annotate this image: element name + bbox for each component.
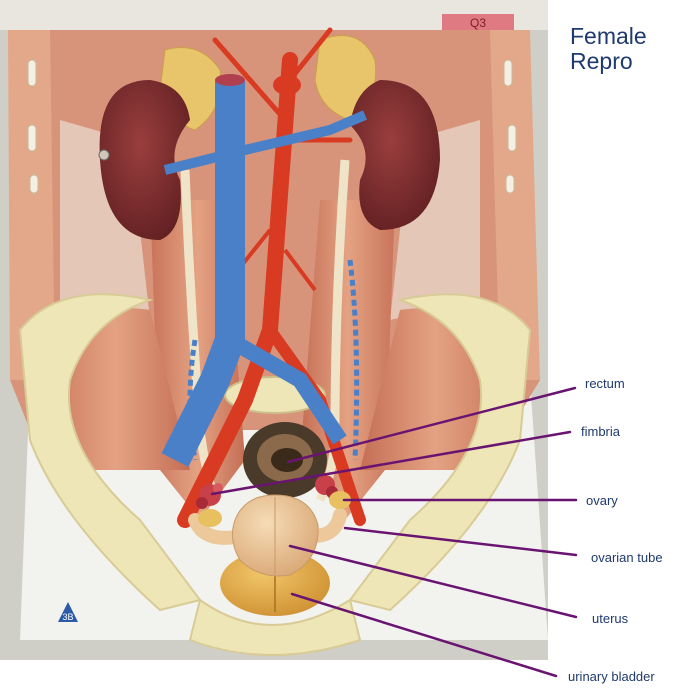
leader-line-rectum [286, 386, 577, 464]
tag-text: Q3 [470, 16, 486, 30]
renal-veins [163, 110, 367, 175]
leader-line-ovarian-tube [343, 526, 578, 557]
page-title: Female Repro [570, 24, 647, 74]
brand-logo: 3B [58, 602, 78, 622]
label-ovary: ovary [586, 493, 618, 508]
label-fimbria: fimbria [581, 424, 621, 439]
left-iliac-vein [226, 333, 347, 445]
left-fimbria [196, 483, 223, 509]
title-line-1: Female [570, 23, 647, 49]
label-urinary-bladder: urinary bladder [568, 669, 655, 684]
pubic-bone [188, 598, 362, 656]
tag-sticker [442, 14, 514, 30]
vena-cava-opening [215, 74, 245, 86]
inferior-vena-cava [161, 80, 245, 467]
leader-line-fimbria [210, 430, 572, 496]
right-ovary [329, 491, 351, 509]
ovarian-veins [187, 259, 360, 461]
label-ovarian-tube: ovarian tube [591, 550, 663, 565]
left-pelvic-bone [18, 293, 202, 612]
right-fimbria [315, 475, 338, 498]
label-rectum: rectum [585, 376, 625, 391]
right-ureter [315, 159, 350, 503]
left-side-wall [8, 30, 55, 380]
right-pelvic-bone [348, 293, 532, 612]
rib-marker [503, 59, 513, 87]
rib-marker [27, 124, 37, 152]
rib-marker [507, 124, 517, 152]
leader-line-uterus [288, 544, 578, 619]
rib-marker [27, 59, 37, 87]
leader-line-urinary-bladder [290, 592, 558, 678]
left-ovary [198, 509, 222, 527]
left-kidney [99, 80, 190, 240]
title-line-2: Repro [570, 48, 633, 74]
svg-text:3B: 3B [62, 612, 73, 622]
aorta [177, 52, 298, 528]
kidney-pin [98, 149, 110, 161]
rectum-lumen [271, 448, 303, 472]
right-side-wall [490, 30, 540, 380]
rib-marker [29, 174, 39, 194]
celiac-trunk [273, 75, 301, 95]
rib-marker [505, 174, 515, 194]
right-kidney [350, 80, 440, 230]
label-uterus: uterus [592, 611, 629, 626]
